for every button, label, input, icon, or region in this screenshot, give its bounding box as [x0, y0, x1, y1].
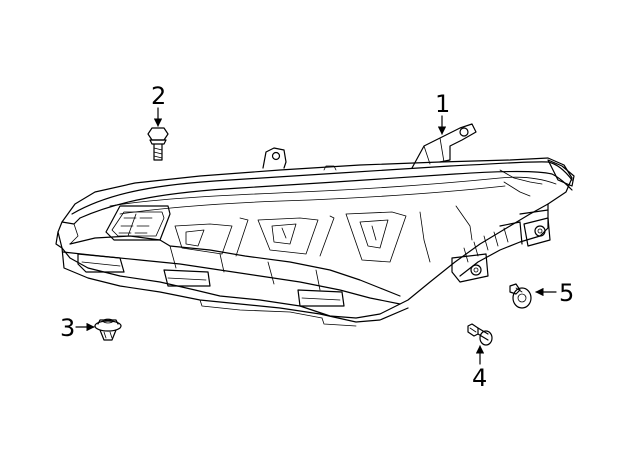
callout-2: 2 — [151, 82, 166, 127]
callout-number: 3 — [60, 314, 75, 342]
top-left-tab — [262, 147, 287, 169]
headlamp-assembly — [55, 123, 575, 327]
callout-3: 3 — [60, 314, 95, 342]
callout-1: 1 — [435, 90, 450, 135]
bolt-part-2 — [147, 127, 169, 161]
bottom-tabs — [77, 253, 345, 307]
clip-part-3 — [94, 318, 122, 341]
lens-top-edge — [71, 161, 573, 215]
lamp-modules — [174, 205, 473, 263]
screw-part-4 — [467, 323, 493, 346]
drl-emblem — [105, 205, 171, 241]
callout-number: 2 — [151, 82, 166, 110]
nut-part-5 — [509, 283, 532, 309]
callout-number: 1 — [435, 90, 450, 118]
lower-mount-bracket — [451, 253, 489, 283]
right-mount-bracket — [523, 217, 551, 247]
callout-number: 4 — [472, 364, 487, 392]
top-right-bracket — [411, 123, 477, 169]
headlamp-housing — [57, 157, 573, 319]
callout-4: 4 — [472, 345, 487, 392]
callout-number: 5 — [559, 279, 574, 307]
callout-5: 5 — [535, 279, 574, 307]
